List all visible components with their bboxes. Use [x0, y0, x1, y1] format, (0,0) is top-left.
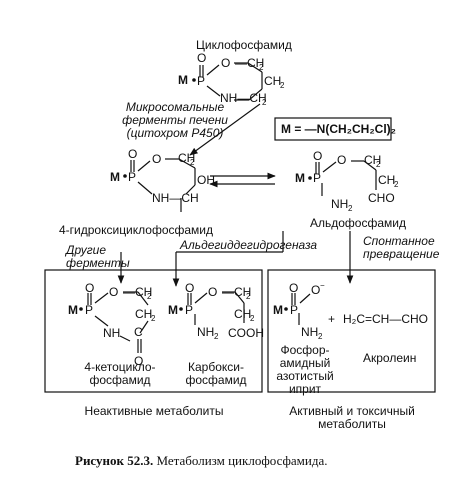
svg-text:CH: CH	[264, 74, 281, 88]
svg-text:2: 2	[214, 332, 219, 341]
svg-text:2: 2	[318, 332, 323, 341]
svg-text:NH—CH: NH—CH	[220, 91, 267, 105]
label-inactive: Неактивные метаболиты	[84, 404, 224, 418]
acrolein-formula: H₂C=CH—CHO	[343, 312, 428, 326]
label-carboxy-1: Карбокси-	[188, 360, 244, 374]
m-definition-box	[274, 117, 392, 141]
svg-text:O: O	[85, 281, 94, 295]
svg-text:P: P	[290, 303, 298, 317]
enzyme-label-3: (цитохром P450)	[126, 126, 224, 140]
svg-text:CH: CH	[135, 307, 152, 321]
cyclophosphamide-structure	[199, 62, 263, 101]
svg-text:—CH: —CH	[166, 151, 195, 165]
svg-text:M: M	[273, 303, 283, 317]
svg-text:NH: NH	[301, 325, 318, 339]
hydroxy-structure	[130, 158, 196, 212]
svg-text:−: −	[320, 281, 325, 290]
aldophosphamide-structure	[315, 160, 377, 196]
svg-text:2: 2	[246, 292, 251, 301]
plus-sign: +	[328, 312, 336, 326]
keto-structure	[87, 291, 149, 353]
active-box	[267, 269, 436, 393]
label-active-2: метаболиты	[318, 417, 386, 431]
svg-text:NH: NH	[331, 197, 348, 211]
svg-text:P: P	[313, 171, 321, 185]
label-keto-1: 4-кетоцикло-	[84, 360, 156, 374]
label-spontaneous-1: Спонтанное	[363, 234, 435, 248]
svg-text:O: O	[289, 281, 298, 295]
svg-text:M: M	[295, 171, 305, 185]
label-carboxy-2: фосфамид	[185, 373, 247, 387]
svg-text:2: 2	[394, 180, 399, 189]
svg-text:—CH: —CH	[222, 285, 251, 299]
label-aldo: Альдофосфамид	[310, 216, 406, 230]
title-cyclophosphamide: Циклофосфамид	[196, 38, 292, 52]
label-spontaneous-2: превращение	[363, 247, 440, 261]
svg-text:P: P	[85, 303, 93, 317]
label-aldehyde-dehydrogenase: Альдегиддегидрогеназа	[180, 238, 318, 252]
label-keto-2: фосфамид	[89, 373, 151, 387]
mustard-structure	[291, 293, 311, 325]
svg-text:P: P	[197, 74, 205, 88]
figure-caption: Рисунок 52.3. Метаболизм циклофосфамида.	[75, 454, 328, 468]
arrow-to-hydroxy	[189, 103, 261, 156]
inactive-box	[44, 269, 263, 393]
svg-text:—CH: —CH	[352, 153, 381, 167]
svg-text:2: 2	[259, 63, 264, 72]
svg-text:CH: CH	[378, 173, 395, 187]
svg-text:O: O	[197, 51, 206, 65]
svg-text:NH: NH	[103, 326, 120, 340]
label-phosphor-2: амидный	[279, 356, 331, 370]
label-acrolein: Акролеин	[363, 351, 417, 365]
label-phosphor-3: азотистый	[276, 369, 334, 383]
svg-text:2: 2	[147, 292, 152, 301]
svg-text:O: O	[109, 285, 118, 299]
svg-text:2: 2	[280, 81, 285, 90]
svg-text:O: O	[208, 285, 217, 299]
label-hydroxy: 4-гидроксициклофосфамид	[59, 223, 214, 237]
caption-text: Метаболизм циклофосфамида.	[153, 453, 328, 468]
svg-text:2: 2	[348, 204, 353, 213]
svg-text:CHO: CHO	[368, 191, 395, 205]
svg-text:O: O	[221, 56, 230, 70]
svg-text:O: O	[128, 147, 137, 161]
svg-text:M: M	[168, 303, 178, 317]
svg-text:2: 2	[376, 160, 381, 169]
enzyme-label-2: ферменты печени	[122, 113, 228, 127]
svg-text:P: P	[185, 303, 193, 317]
svg-text:M: M	[68, 303, 78, 317]
svg-text:2: 2	[151, 314, 156, 323]
svg-text:2: 2	[190, 158, 195, 167]
svg-text:M: M	[178, 73, 188, 87]
svg-text:M: M	[110, 170, 120, 184]
m-definition: M = —N(CH₂CH₂Cl)₂	[281, 122, 396, 136]
label-other-enzymes-2: ферменты	[66, 256, 130, 270]
svg-text:P: P	[128, 170, 136, 184]
svg-text:NH: NH	[197, 325, 214, 339]
svg-text:O: O	[134, 354, 143, 368]
svg-text:COOH: COOH	[228, 326, 264, 340]
label-active-1: Активный и токсичный	[289, 404, 415, 418]
enzyme-label-1: Микросомальные	[125, 100, 225, 114]
svg-text:CH: CH	[234, 307, 251, 321]
label-phosphor-4: иприт	[288, 382, 322, 396]
label-other-enzymes-1: Другие	[66, 243, 106, 257]
carboxy-structure	[187, 291, 245, 325]
svg-text:O: O	[311, 283, 320, 297]
svg-text:O: O	[152, 152, 161, 166]
svg-text:2: 2	[262, 98, 267, 107]
label-phosphor-1: Фосфор-	[280, 343, 330, 357]
svg-text:—CH: —CH	[123, 285, 152, 299]
svg-text:C: C	[134, 325, 143, 339]
svg-text:—CH: —CH	[235, 56, 264, 70]
svg-text:O: O	[337, 153, 346, 167]
svg-text:OH: OH	[197, 173, 215, 187]
caption-number: Рисунок 52.3.	[75, 453, 154, 468]
svg-text:O: O	[185, 281, 194, 295]
svg-text:O: O	[313, 149, 322, 163]
svg-text:2: 2	[250, 314, 255, 323]
svg-text:NH—CH: NH—CH	[152, 191, 199, 205]
